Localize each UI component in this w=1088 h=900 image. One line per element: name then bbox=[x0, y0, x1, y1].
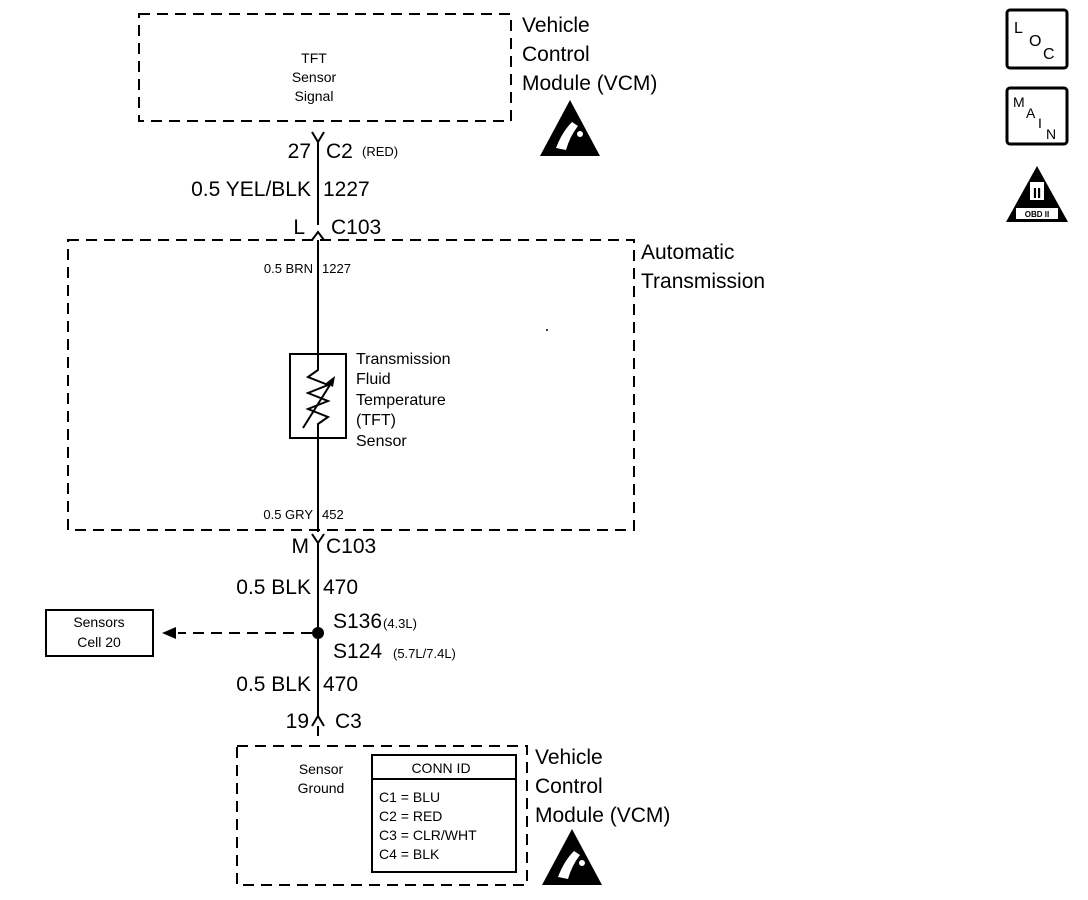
wire-1227-outer-circuit: 1227 bbox=[323, 178, 370, 201]
c103-m-pin-label: M bbox=[292, 535, 310, 558]
conn-id-row-3: C3 = CLR/WHT bbox=[379, 827, 477, 843]
loc-icon: L O C bbox=[1005, 8, 1069, 70]
svg-text:A: A bbox=[1026, 105, 1036, 121]
svg-text:L: L bbox=[1014, 20, 1023, 37]
tft-sensor-label-1: Transmission bbox=[356, 351, 451, 368]
c2-connector-label: C2 bbox=[326, 140, 353, 163]
wire-1227-inner-circuit: 1227 bbox=[322, 261, 351, 276]
vcm-bottom-box bbox=[236, 745, 528, 886]
connector-c2-symbol bbox=[311, 131, 325, 144]
esd-warning-icon bbox=[540, 100, 600, 156]
conn-id-row-4: C4 = BLK bbox=[379, 846, 440, 862]
svg-text:N: N bbox=[1046, 126, 1056, 142]
splice-dot-icon bbox=[312, 627, 324, 639]
c3-connector-label: C3 bbox=[335, 710, 362, 733]
tft-sensor-label-2: Fluid bbox=[356, 371, 391, 388]
splice-s136-id: S136 bbox=[333, 610, 382, 633]
wire-452-inner-color: 0.5 GRY bbox=[263, 507, 313, 522]
tft-sensor-label-5: Sensor bbox=[356, 433, 407, 450]
thermistor-arrow-line bbox=[302, 379, 334, 429]
vcm-top-title-2: Control bbox=[522, 43, 590, 66]
wire-1227-outer-color: 0.5 YEL/BLK bbox=[191, 178, 311, 201]
tft-sensor-label-3: Temperature bbox=[356, 392, 446, 409]
c3-pin-label: 19 bbox=[286, 710, 309, 733]
sensor-ground-label-1: Sensor bbox=[299, 761, 344, 777]
main-icon: M A I N bbox=[1005, 86, 1069, 146]
conn-id-row-2: C2 = RED bbox=[379, 808, 442, 824]
wire-470-lower-color: 0.5 BLK bbox=[236, 673, 311, 696]
conn-id-header: CONN ID bbox=[411, 760, 470, 776]
esd-warning-icon bbox=[542, 829, 602, 885]
c2-color-label: (RED) bbox=[362, 144, 398, 159]
vcm-top-title-1: Vehicle bbox=[522, 14, 590, 37]
tft-signal-label-2: Sensor bbox=[292, 69, 337, 85]
arrow-icon bbox=[162, 627, 176, 639]
transmission-title-1: Automatic bbox=[641, 241, 734, 264]
splice-s124-note: (5.7L/7.4L) bbox=[393, 646, 456, 661]
svg-text:M: M bbox=[1013, 94, 1025, 110]
vcm-top-title-3: Module (VCM) bbox=[522, 72, 657, 95]
sensors-cell-label-2: Cell 20 bbox=[77, 634, 121, 650]
splice-s124-id: S124 bbox=[333, 640, 382, 663]
wire-470-lower-circuit: 470 bbox=[323, 673, 358, 696]
transmission-box bbox=[67, 239, 635, 531]
obd-ii-icon: II OBD II bbox=[1006, 166, 1068, 222]
conn-id-table: CONN ID C1 = BLU C2 = RED C3 = CLR/WHT C… bbox=[371, 754, 517, 873]
tft-sensor-label-4: (TFT) bbox=[356, 412, 396, 429]
svg-text:C: C bbox=[1043, 46, 1055, 63]
conn-id-row-1: C1 = BLU bbox=[379, 789, 440, 805]
tft-signal-label-1: TFT bbox=[301, 50, 327, 66]
connector-c103-m-symbol bbox=[311, 533, 325, 545]
sensors-cell-label-1: Sensors bbox=[73, 614, 124, 630]
connector-c3-symbol bbox=[311, 714, 325, 727]
c2-pin-label: 27 bbox=[288, 140, 311, 163]
wire-452-inner-circuit: 452 bbox=[322, 507, 344, 522]
connector-c103-l-symbol bbox=[311, 230, 325, 241]
svg-text:I: I bbox=[1038, 115, 1042, 131]
c103-l-connector-label: C103 bbox=[331, 216, 381, 239]
wire-470-upper-circuit: 470 bbox=[323, 576, 358, 599]
vcm-bottom-title-1: Vehicle bbox=[535, 746, 603, 769]
thermistor-arrow-head bbox=[326, 376, 335, 387]
c103-m-connector-label: C103 bbox=[326, 535, 376, 558]
wire-1227-inner-color: 0.5 BRN bbox=[264, 261, 313, 276]
svg-text:II: II bbox=[1033, 185, 1041, 202]
c103-l-pin-label: L bbox=[293, 216, 305, 239]
sensors-cell-box bbox=[45, 609, 154, 657]
transmission-title-2: Transmission bbox=[641, 270, 765, 293]
vcm-top-box bbox=[138, 13, 512, 122]
svg-text:OBD II: OBD II bbox=[1025, 210, 1049, 219]
wire-470-upper-color: 0.5 BLK bbox=[236, 576, 311, 599]
vcm-bottom-title-3: Module (VCM) bbox=[535, 804, 670, 827]
speck bbox=[546, 329, 548, 331]
thermistor-symbol bbox=[305, 354, 331, 438]
sensor-ground-label-2: Ground bbox=[298, 780, 345, 796]
vcm-bottom-title-2: Control bbox=[535, 775, 603, 798]
splice-s136-note: (4.3L) bbox=[383, 616, 417, 631]
tft-signal-label-3: Signal bbox=[295, 88, 334, 104]
svg-text:O: O bbox=[1029, 33, 1041, 50]
